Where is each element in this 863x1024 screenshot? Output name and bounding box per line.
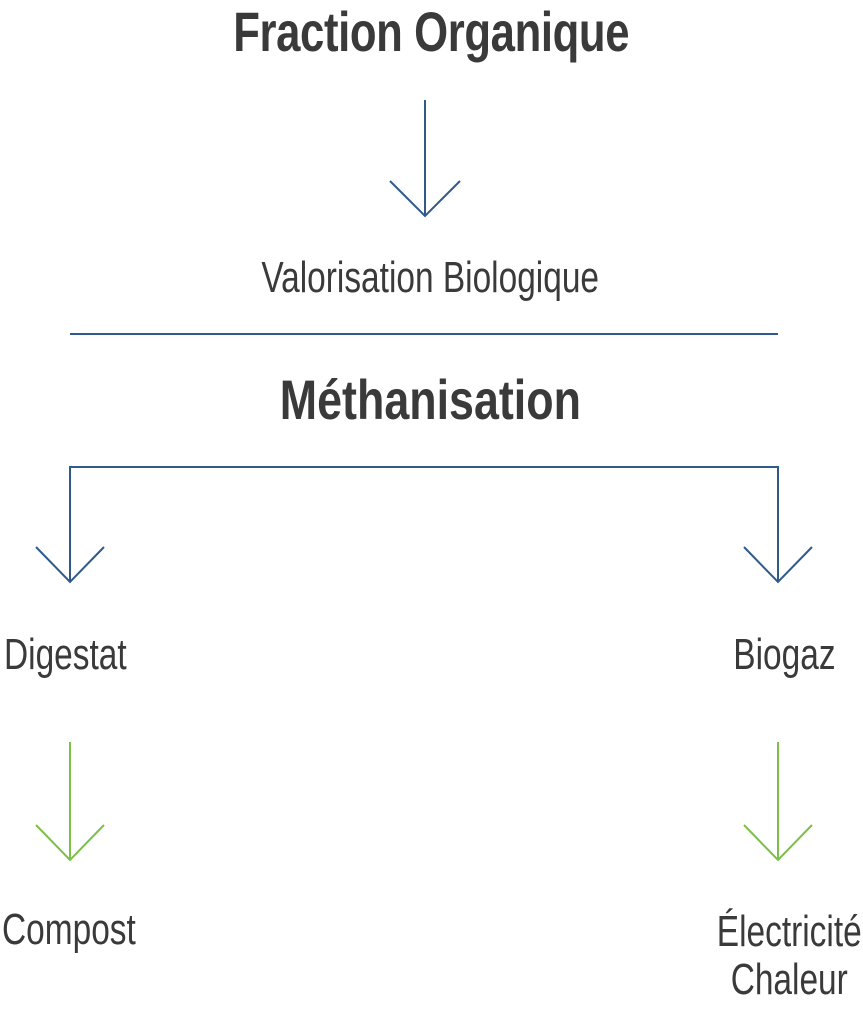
process-label: Méthanisation — [279, 368, 581, 431]
product-digestat: Digestat — [4, 630, 127, 679]
diagram-title: Fraction Organique — [233, 0, 630, 63]
arrow-digestat-to-compost — [35, 742, 105, 862]
output-compost: Compost — [2, 905, 136, 954]
arrow-to-biogaz — [743, 546, 813, 584]
output-heat: Chaleur — [730, 955, 849, 1004]
output-electricity: Électricité — [717, 907, 862, 956]
diagram-subtitle: Valorisation Biologique — [261, 253, 600, 302]
product-biogaz: Biogaz — [733, 630, 836, 679]
arrow-to-digestat — [35, 546, 105, 584]
arrow-biogaz-to-energy — [743, 742, 813, 862]
branch-connector — [69, 466, 779, 582]
arrow-title-to-subtitle — [389, 100, 461, 218]
output-energy: Électricité Chaleur — [717, 908, 862, 1004]
